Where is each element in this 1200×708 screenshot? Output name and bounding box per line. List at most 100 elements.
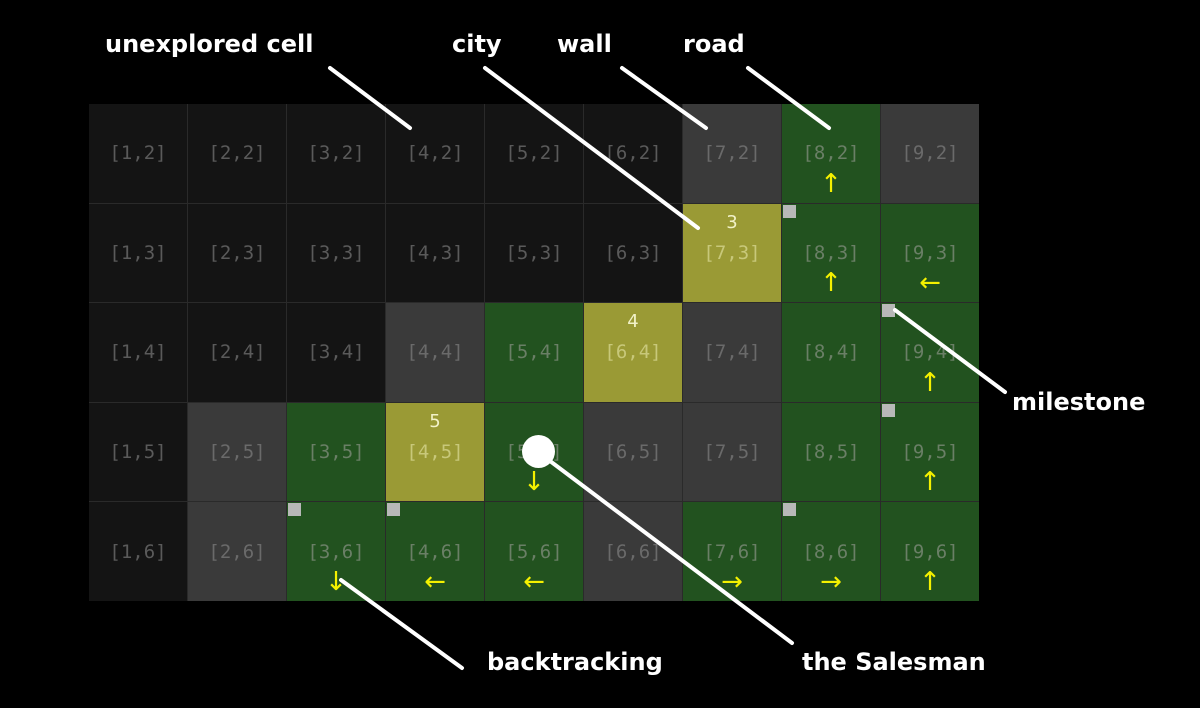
milestone-marker: [387, 503, 400, 517]
direction-arrow-icon: ↑: [919, 566, 941, 597]
cell-wall: [2,6]: [188, 502, 286, 601]
cell-coordinate: [6,4]: [604, 341, 662, 364]
cell-road: [4,6]←: [386, 502, 484, 601]
label-salesman: the Salesman: [802, 648, 986, 676]
cell-road: [9,6] ↑: [881, 502, 979, 601]
milestone-marker: [783, 503, 796, 517]
cell-coordinate: [2,4]: [208, 341, 266, 364]
cell-road: [9,3]←: [881, 203, 979, 303]
pointer-unexplored: [328, 66, 412, 130]
cell-coordinate: [3,2]: [307, 142, 365, 165]
cell-coordinate: [5,2]: [505, 142, 563, 165]
pointer-backtracking: [339, 578, 464, 670]
cell-coordinate: [8,6]: [802, 540, 860, 563]
milestone-marker: [882, 403, 895, 417]
cell-unexplored: [4,2]: [386, 104, 484, 203]
cell-unexplored: [5,2]: [485, 104, 583, 203]
city-number: 5: [429, 410, 441, 432]
cell-road: [5,4]: [485, 303, 583, 402]
cell-coordinate: [7,6]: [703, 540, 761, 563]
direction-arrow-icon: ←: [919, 268, 941, 299]
cell-coordinate: [5,4]: [505, 341, 563, 364]
direction-arrow-icon: ↓: [523, 467, 545, 498]
label-milestone: milestone: [1012, 388, 1146, 416]
cell-coordinate: [8,2]: [802, 142, 860, 165]
cell-road: [9,4]↑: [881, 303, 979, 402]
direction-arrow-icon: ↓: [325, 566, 347, 597]
game-grid: [1,2][2,2][3,2][4,2][5,2][6,2][7,2][8,2]…: [89, 104, 979, 601]
cell-road: [3,5]: [287, 402, 385, 502]
cell-coordinate: [2,5]: [208, 441, 266, 464]
cell-coordinate: [4,2]: [406, 142, 464, 165]
cell-road: [3,6] ↓: [287, 502, 385, 601]
cell-coordinate: [7,3]: [703, 241, 761, 264]
cell-coordinate: [3,6]: [307, 540, 365, 563]
cell-wall: [9,2]: [881, 104, 979, 203]
milestone-marker: [882, 304, 895, 318]
cell-coordinate: [6,5]: [604, 441, 662, 464]
cell-wall: [6,5]: [584, 402, 682, 502]
cell-coordinate: [9,5]: [901, 441, 959, 464]
milestone-marker: [783, 204, 796, 218]
direction-arrow-icon: →: [721, 566, 743, 597]
cell-coordinate: [9,6]: [901, 540, 959, 563]
cell-road: [8,2] ↑: [782, 104, 880, 203]
cell-coordinate: [3,5]: [307, 441, 365, 464]
cell-wall: [7,4]: [683, 303, 781, 402]
direction-arrow-icon: ↑: [820, 168, 842, 199]
cell-unexplored: [2,4]: [188, 303, 286, 402]
cell-coordinate: [8,3]: [802, 241, 860, 264]
cell-city: 4 [6,4]: [584, 303, 682, 402]
cell-unexplored: [3,2]: [287, 104, 385, 203]
direction-arrow-icon: ←: [523, 566, 545, 597]
cell-unexplored: [1,3]: [89, 203, 187, 303]
cell-unexplored: [1,6]: [89, 502, 187, 601]
cell-coordinate: [1,2]: [109, 142, 167, 165]
city-number: 4: [627, 311, 639, 333]
cell-road: [8,5]: [782, 402, 880, 502]
pointer-road: [746, 66, 831, 130]
cell-coordinate: [1,5]: [109, 441, 167, 464]
pointer-wall: [620, 66, 708, 130]
cell-city: 5[4,5]: [386, 402, 484, 502]
direction-arrow-icon: →: [820, 566, 842, 597]
cell-unexplored: [1,2]: [89, 104, 187, 203]
cell-coordinate: [7,5]: [703, 441, 761, 464]
cell-coordinate: [4,4]: [406, 341, 464, 364]
cell-road: [9,5] ↑: [881, 402, 979, 502]
cell-unexplored: [2,2]: [188, 104, 286, 203]
cell-unexplored: [5,3]: [485, 203, 583, 303]
cell-coordinate: [5,3]: [505, 241, 563, 264]
label-wall: wall: [557, 30, 612, 58]
cell-coordinate: [9,2]: [901, 142, 959, 165]
cell-coordinate: [3,4]: [307, 341, 365, 364]
cell-unexplored: [1,5]: [89, 402, 187, 502]
cell-coordinate: [3,3]: [307, 241, 365, 264]
cell-road: [8,3]↑: [782, 203, 880, 303]
pointer-salesman: [544, 456, 794, 645]
cell-road: [8,4]: [782, 303, 880, 402]
cell-wall: [4,4]: [386, 303, 484, 402]
cell-unexplored: [2,3]: [188, 203, 286, 303]
cell-coordinate: [6,6]: [604, 540, 662, 563]
pointer-milestone: [893, 308, 1007, 394]
cell-wall: [7,5]: [683, 402, 781, 502]
cell-unexplored: [3,4]: [287, 303, 385, 402]
cell-coordinate: [1,3]: [109, 241, 167, 264]
cell-city: 3[7,3]: [683, 203, 781, 303]
cell-unexplored: [6,3]: [584, 203, 682, 303]
cell-wall: [7,2]: [683, 104, 781, 203]
label-unexplored-cell: unexplored cell: [105, 30, 314, 58]
label-city: city: [452, 30, 502, 58]
cell-coordinate: [7,2]: [703, 142, 761, 165]
cell-road: [7,6] →: [683, 502, 781, 601]
cell-coordinate: [2,3]: [208, 241, 266, 264]
cell-coordinate: [8,4]: [802, 341, 860, 364]
cell-coordinate: [6,3]: [604, 241, 662, 264]
milestone-marker: [288, 503, 301, 517]
direction-arrow-icon: ↑: [919, 467, 941, 498]
cell-coordinate: [1,6]: [109, 540, 167, 563]
pointer-city: [483, 66, 700, 230]
cell-coordinate: [4,3]: [406, 241, 464, 264]
